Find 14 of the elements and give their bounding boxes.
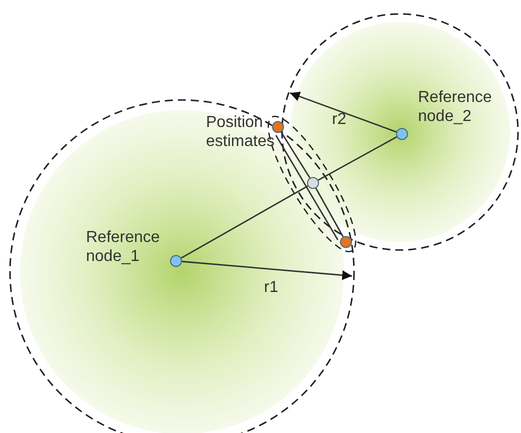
node-label: Reference node_2 — [418, 88, 493, 126]
connector-line — [280, 132, 310, 178]
arrow — [290, 92, 397, 133]
connector-line — [318, 136, 398, 181]
connector-line — [180, 185, 308, 259]
edge-label: r1 — [264, 278, 278, 297]
connector-line — [275, 134, 338, 240]
node-label: Reference node_1 — [86, 228, 161, 266]
annotation-text: Position estimates — [206, 113, 276, 151]
connector-line — [315, 188, 344, 238]
position-estimate-dot — [340, 236, 352, 248]
arrow — [182, 260, 352, 280]
edge-label: r2 — [332, 110, 346, 129]
position-estimate-dot — [272, 121, 284, 133]
